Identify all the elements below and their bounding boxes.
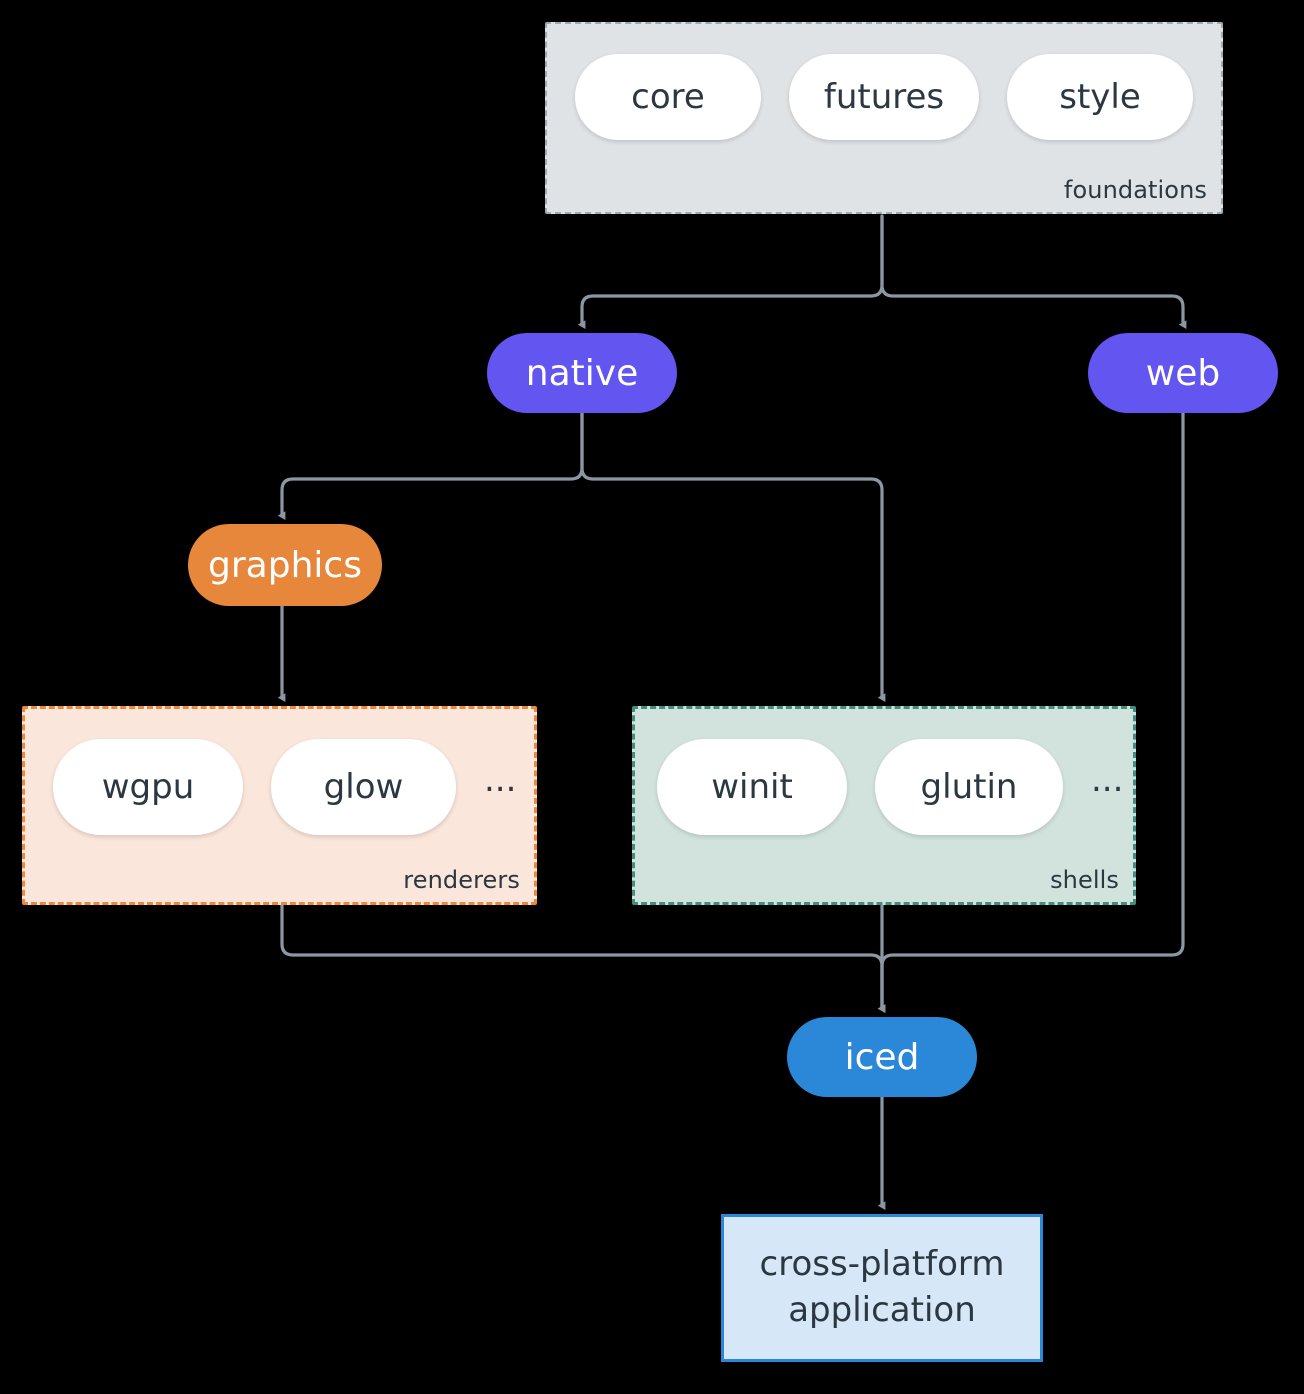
node-graphics[interactable]: graphics [188, 524, 382, 606]
node-glutin[interactable]: glutin [875, 739, 1063, 835]
cluster-foundations: core futures style foundations [545, 22, 1223, 214]
node-style[interactable]: style [1007, 54, 1193, 140]
node-cross-platform-application[interactable]: cross-platform application [721, 1214, 1043, 1362]
node-native[interactable]: native [487, 333, 677, 413]
node-web[interactable]: web [1088, 333, 1278, 413]
cluster-shells: winit glutin ... shells [632, 706, 1136, 905]
node-iced[interactable]: iced [787, 1017, 977, 1097]
cluster-label-shells: shells [1050, 866, 1119, 894]
cluster-renderers: wgpu glow ... renderers [22, 706, 537, 905]
edge-native-shells [580, 411, 886, 702]
renderers-items: wgpu glow ... [53, 739, 516, 835]
cluster-label-foundations: foundations [1063, 176, 1207, 204]
app-label-line1: cross-platform [759, 1244, 1005, 1285]
edge-foundations-native [577, 214, 884, 329]
node-winit[interactable]: winit [657, 739, 847, 835]
edge-native-graphics [277, 411, 584, 520]
node-futures[interactable]: futures [789, 54, 979, 140]
edge-foundations-web [880, 214, 1187, 329]
cluster-label-renderers: renderers [403, 866, 520, 894]
edge-renderers-iced [280, 903, 886, 1013]
shells-ellipsis: ... [1091, 760, 1124, 800]
shells-items: winit glutin ... [657, 739, 1123, 835]
node-wgpu[interactable]: wgpu [53, 739, 243, 835]
node-glow[interactable]: glow [271, 739, 456, 835]
foundations-items: core futures style [575, 54, 1193, 140]
renderers-ellipsis: ... [484, 760, 517, 800]
node-core[interactable]: core [575, 54, 761, 140]
app-label-line2: application [788, 1290, 976, 1330]
